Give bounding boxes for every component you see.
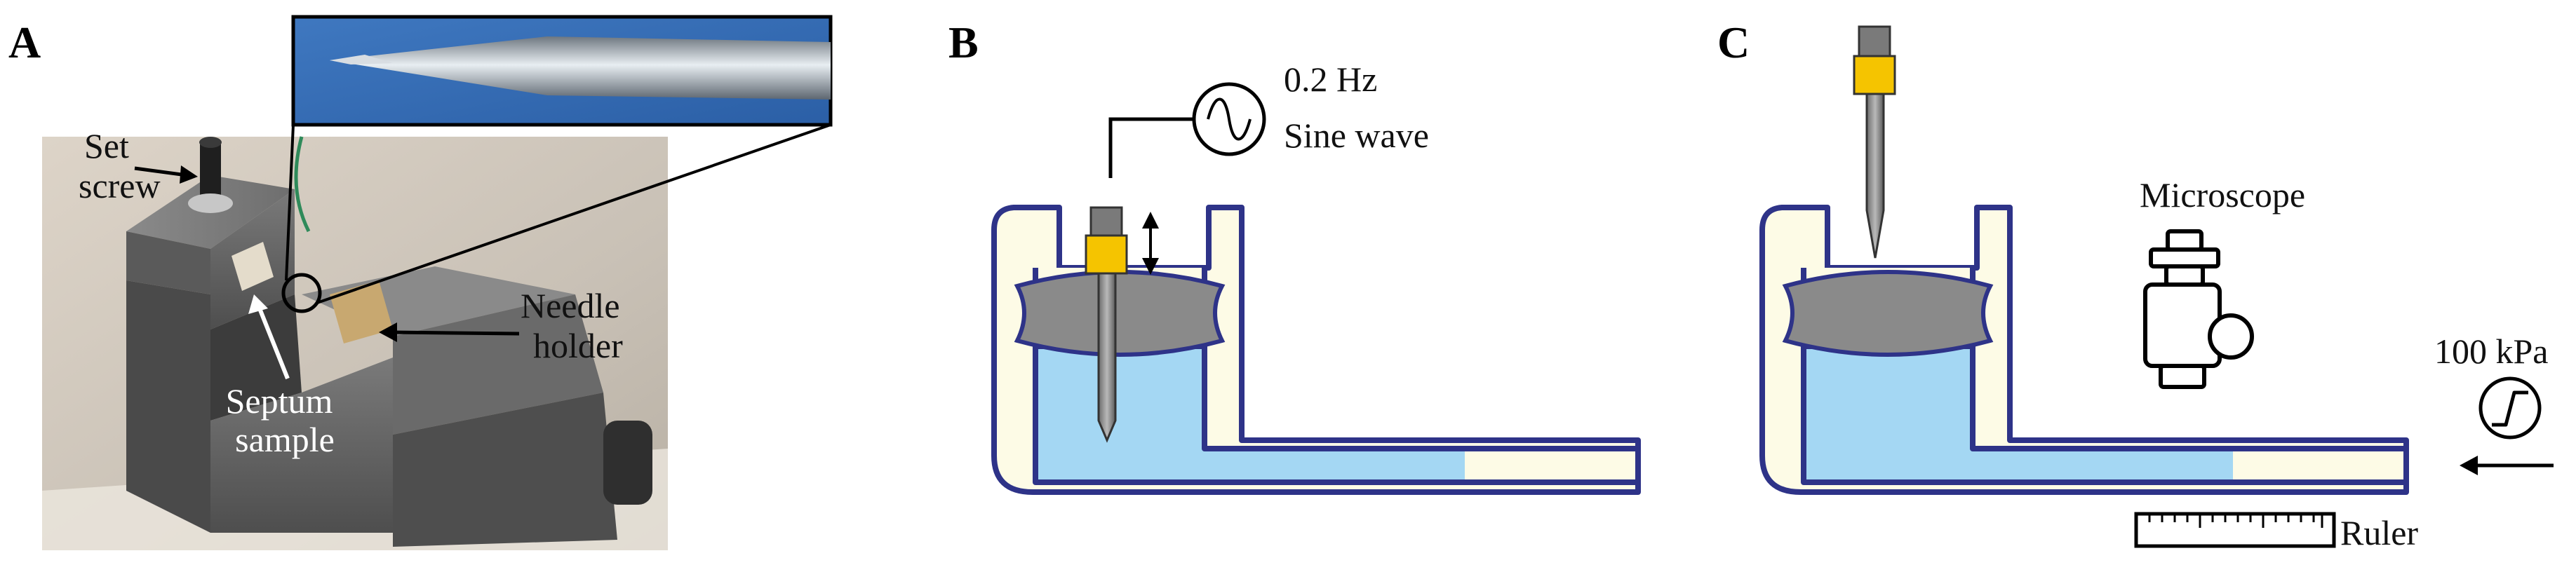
- label-sine-wave: Sine wave: [1284, 116, 1429, 155]
- panel-a-letter: A: [8, 18, 41, 67]
- pressure-arrowhead: [2460, 456, 2478, 475]
- inset-leader-right: [316, 123, 831, 304]
- needle-c: [1853, 25, 1896, 259]
- magnify-circle: [281, 273, 322, 313]
- label-frequency: 0.2 Hz: [1284, 60, 1377, 99]
- panel-b-letter: B: [948, 18, 979, 67]
- label-septum: Septum: [226, 381, 333, 421]
- microscope-icon: [2143, 229, 2254, 389]
- label-microscope: Microscope: [2140, 175, 2305, 214]
- label-holder: holder: [533, 326, 623, 365]
- sine-generator-icon: [1192, 82, 1266, 156]
- wire: [294, 136, 311, 233]
- label-ruler: Ruler: [2340, 513, 2418, 552]
- panel-a: A: [8, 15, 833, 550]
- panel-c-letter: C: [1717, 18, 1750, 67]
- label-needle: Needle: [521, 286, 620, 325]
- panel-c: C Microscope 100 kPa: [1717, 18, 2554, 552]
- panel-b: B 0.2 Hz Sine: [948, 18, 1641, 495]
- septum-arrow: [257, 307, 290, 380]
- ruler-icon: [2134, 512, 2336, 548]
- inset-leader-left: [285, 124, 295, 281]
- set-screw: [188, 137, 233, 213]
- oscillation-arrow: [1142, 212, 1159, 275]
- needle-holder-arrow: [392, 330, 520, 336]
- drive-line: [1108, 117, 1193, 178]
- needle-holder-arrowhead: [379, 322, 397, 342]
- label-set: Set: [84, 126, 129, 165]
- septum-c: [1782, 270, 1994, 357]
- set-screw-arrowhead: [180, 165, 198, 184]
- needle-b: [1085, 206, 1128, 443]
- set-screw-arrow: [134, 166, 187, 177]
- label-pressure: 100 kPa: [2434, 332, 2549, 371]
- pressure-step-icon: [2478, 376, 2542, 440]
- label-sample: sample: [235, 420, 335, 459]
- septum-arrowhead: [248, 294, 268, 314]
- septum-b: [1014, 270, 1226, 357]
- label-screw: screw: [79, 166, 161, 205]
- needle-tip-inset: [291, 15, 833, 127]
